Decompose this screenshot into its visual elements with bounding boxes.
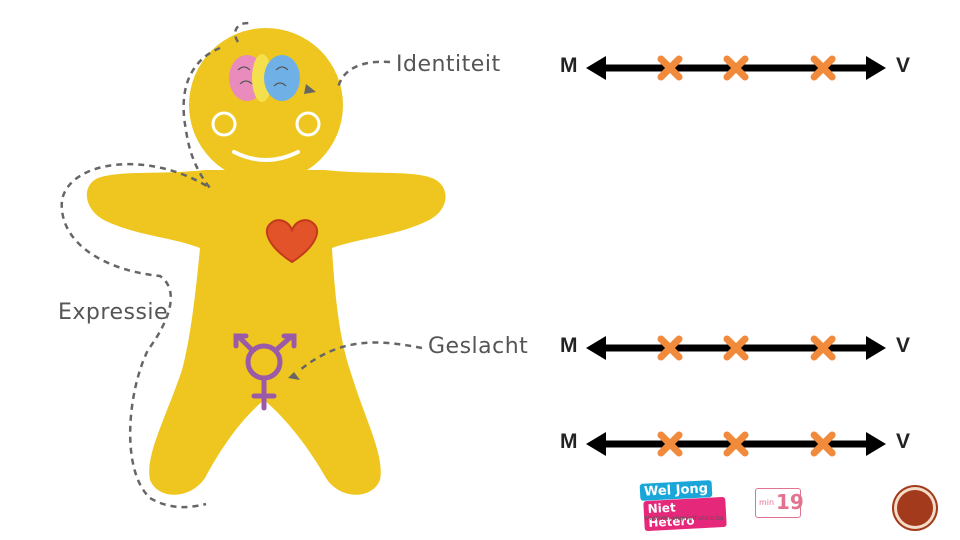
left-eye (211, 111, 237, 137)
scale-arrowhead-right (866, 56, 886, 80)
logo-min-prefix: min (759, 498, 775, 507)
scale-left-label: M (560, 334, 578, 357)
sex-label: Geslacht (428, 334, 529, 359)
gingerbread-body (86, 28, 446, 495)
scale-arrowhead-left (586, 432, 606, 456)
logo-min-number: 19 (776, 490, 804, 514)
scale-arrowhead-right (866, 432, 886, 456)
transgender-symbol-icon (233, 333, 297, 411)
brain-icon (229, 54, 300, 102)
min19-logo[interactable]: min 19 (755, 488, 804, 518)
scale-marker-cross[interactable] (810, 55, 836, 81)
scale-arrow (586, 335, 886, 361)
scale-arrow (586, 431, 886, 457)
logo-text-line2: Niet Hetero (643, 496, 727, 532)
scale-marker-cross[interactable] (810, 431, 836, 457)
scale-marker-cross[interactable] (657, 431, 683, 457)
scale-marker-cross[interactable] (723, 431, 749, 457)
arrowhead (288, 372, 300, 380)
scale-right-label: V (895, 430, 910, 453)
dashed-outline-arrows (60, 21, 423, 509)
logo-url: www.weljongniethetero.be (644, 515, 724, 522)
arrowhead (304, 84, 316, 94)
smile (232, 150, 300, 162)
scale-right-label: V (895, 54, 910, 77)
scale-marker-cross[interactable] (723, 55, 749, 81)
right-eye (295, 111, 321, 137)
scale-marker-cross[interactable] (657, 55, 683, 81)
scale-arrow (586, 55, 886, 81)
sex-scale: M V (556, 328, 916, 368)
seal-logo-icon (897, 490, 933, 526)
scale-arrowhead-left (586, 56, 606, 80)
expression-label: Expressie (58, 300, 169, 325)
scale-arrowhead-left (586, 336, 606, 360)
wel-jong-niet-hetero-logo[interactable]: Wel Jong Niet Hetero www.weljongniethete… (639, 480, 727, 532)
heart-icon (265, 219, 319, 264)
scale-left-label: M (560, 54, 578, 77)
scale-marker-cross[interactable] (810, 335, 836, 361)
scale-marker-cross[interactable] (657, 335, 683, 361)
expression-scale: M V (556, 424, 916, 464)
scale-left-label: M (560, 430, 578, 453)
identity-scale: M V (556, 48, 916, 88)
identity-label: Identiteit (396, 52, 501, 77)
scale-arrowhead-right (866, 336, 886, 360)
scale-right-label: V (895, 334, 910, 357)
scale-marker-cross[interactable] (723, 335, 749, 361)
